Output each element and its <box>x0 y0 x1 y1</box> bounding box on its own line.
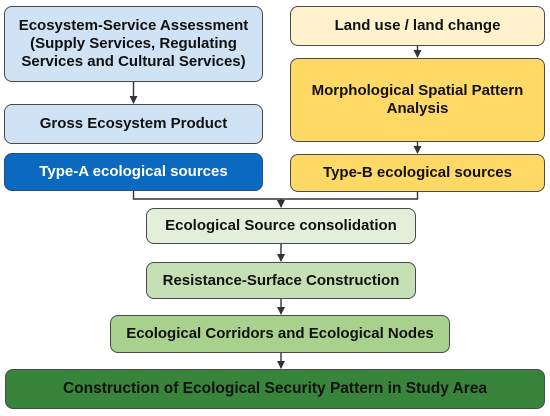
ecological-source-consolidation-box: Ecological Source consolidation <box>146 208 416 244</box>
resistance-surface-construction-box: Resistance-Surface Construction <box>146 262 416 299</box>
land-use-box: Land use / land change <box>290 6 545 46</box>
merge-line <box>132 191 419 200</box>
mspa-box: Morphological Spatial Pattern Analysis <box>290 58 545 142</box>
ecological-corridors-nodes-box: Ecological Corridors and Ecological Node… <box>110 315 450 353</box>
ecological-security-pattern-box: Construction of Ecological Security Patt… <box>5 369 545 409</box>
type-a-ecological-sources-box: Type-A ecological sources <box>4 153 263 191</box>
ecosystem-service-assessment-box: Ecosystem-Service Assessment (Supply Ser… <box>4 6 263 82</box>
type-b-ecological-sources-box: Type-B ecological sources <box>290 154 545 192</box>
gross-ecosystem-product-box: Gross Ecosystem Product <box>4 104 263 144</box>
